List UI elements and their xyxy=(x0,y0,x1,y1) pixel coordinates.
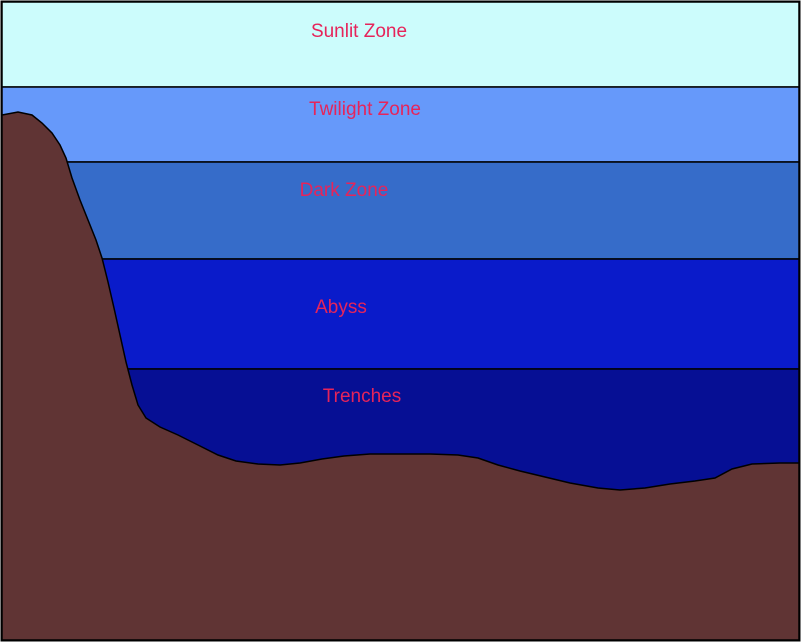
zone-band-abyss xyxy=(1,258,800,370)
zone-band-sunlit xyxy=(1,1,800,88)
seafloor-terrain xyxy=(1,111,800,641)
zone-band-twilight xyxy=(1,86,800,163)
zone-band-dark xyxy=(1,161,800,260)
